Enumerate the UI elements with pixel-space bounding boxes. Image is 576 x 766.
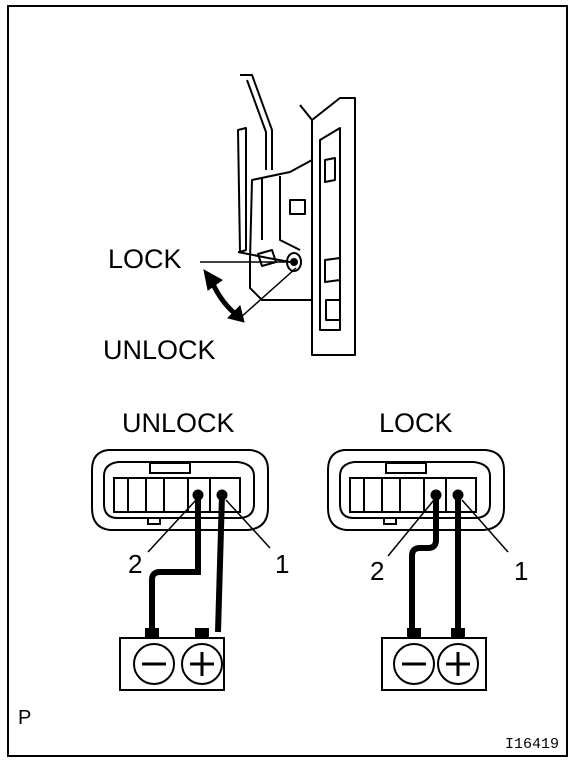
lock-unlock-arrow-icon xyxy=(203,269,245,323)
linkage-rod xyxy=(237,251,291,263)
connector-unlock xyxy=(91,449,269,531)
battery-lock xyxy=(381,628,487,691)
connector-lock xyxy=(327,449,505,531)
battery-unlock xyxy=(119,628,225,691)
connector-unlock-title: UNLOCK xyxy=(122,408,235,438)
connector-unlock-probes xyxy=(147,489,271,633)
door-lock-actuator-illustration xyxy=(200,74,356,356)
unlock-indicator-line xyxy=(239,267,297,319)
mounting-plate xyxy=(311,97,356,356)
figure-code: I16419 xyxy=(505,736,560,753)
unlock-pin-1-label: 1 xyxy=(275,549,290,579)
actuator-body xyxy=(249,159,313,301)
unlock-label: UNLOCK xyxy=(103,335,216,365)
rod-top xyxy=(240,74,273,170)
corner-letter: P xyxy=(18,707,32,729)
control-rod xyxy=(237,127,247,253)
unlock-pin-2-label: 2 xyxy=(128,549,143,579)
connector-lock-title: LOCK xyxy=(379,408,453,438)
figure-frame xyxy=(7,5,568,757)
lock-pin-1-label: 1 xyxy=(514,556,529,586)
connector-housing-outer xyxy=(327,449,505,531)
lock-pin-2-label: 2 xyxy=(370,556,385,586)
connector-housing-outer xyxy=(91,449,269,531)
connector-lock-probes xyxy=(387,489,509,632)
lock-label: LOCK xyxy=(108,244,182,274)
